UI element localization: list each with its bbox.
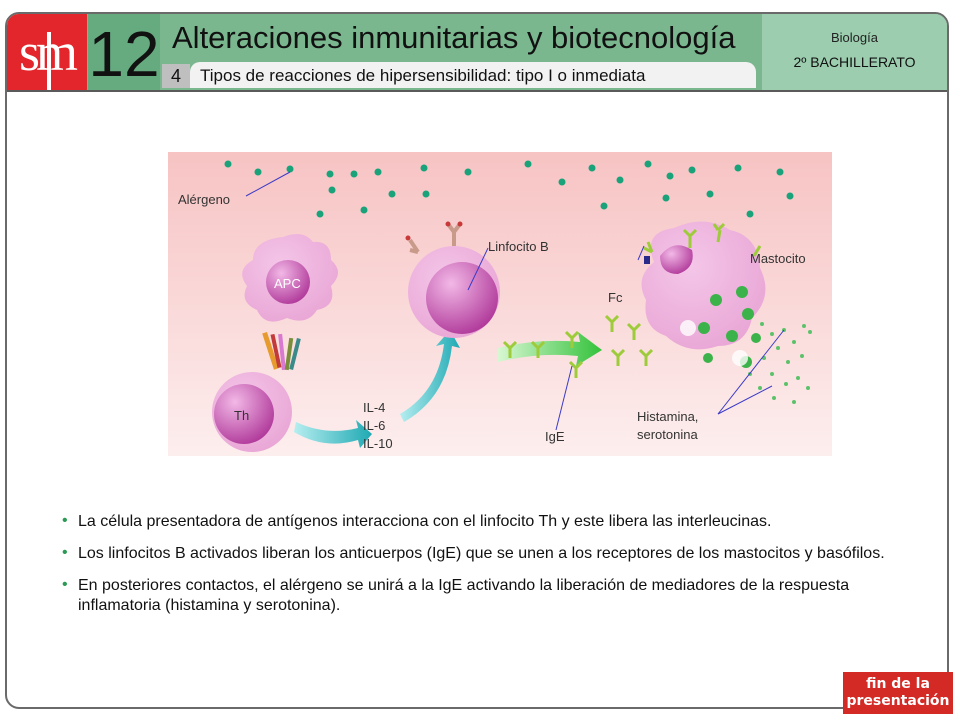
- bullet-icon: •: [62, 544, 68, 561]
- fc-label: Fc: [608, 290, 623, 305]
- il10-label: IL-10: [363, 436, 393, 451]
- mast-cell-label: Mastocito: [750, 251, 806, 266]
- b-cell-label: Linfocito B: [488, 239, 549, 254]
- th-nucleus: [214, 384, 274, 444]
- mediator-particles: [748, 322, 812, 404]
- subject-label: Biología: [831, 30, 878, 45]
- bullet-text: Los linfocitos B activados liberan los a…: [78, 545, 885, 562]
- diagram-illustration: [168, 152, 832, 456]
- section-number: 4: [162, 64, 190, 88]
- page-title: Alteraciones inmunitarias y biotecnologí…: [172, 20, 736, 55]
- explanation-list: • La célula presentadora de antígenos in…: [60, 512, 920, 628]
- ige-label: IgE: [545, 429, 565, 444]
- end-button-line2: presentación: [846, 693, 950, 709]
- list-item: • Los linfocitos B activados liberan los…: [60, 544, 920, 564]
- bullet-text: En posteriores contactos, el alérgeno se…: [78, 577, 850, 614]
- unit-number: 12: [88, 14, 160, 90]
- il6-label: IL-6: [363, 418, 386, 433]
- allergen-particles: [224, 160, 794, 218]
- mediator-label-line2: serotonina: [637, 427, 698, 442]
- bullet-icon: •: [62, 512, 68, 529]
- mast-cell-ige: [643, 222, 762, 257]
- interleukin-arrow: [294, 420, 372, 448]
- b-receptor-tips: [405, 221, 463, 241]
- mast-cell-nucleus: [660, 245, 693, 274]
- apc-label: APC: [274, 276, 301, 291]
- logo-text: sm: [19, 22, 78, 82]
- th-label: Th: [234, 408, 250, 423]
- page-subtitle: Tipos de reacciones de hipersensibilidad…: [200, 66, 646, 85]
- il4-label: IL-4: [363, 400, 386, 415]
- b-activation-arrow: [400, 330, 460, 422]
- list-item: • La célula presentadora de antígenos in…: [60, 512, 920, 532]
- apc-nucleus: [266, 260, 310, 304]
- leader-lines: [245, 171, 785, 431]
- sm-logo: sm: [7, 14, 87, 90]
- mediator-label-line1: Histamina,: [637, 409, 699, 424]
- bullet-icon: •: [62, 576, 68, 593]
- logo-bar: [47, 32, 51, 90]
- receptor-complex: [262, 332, 301, 371]
- subtitle-box: [190, 62, 756, 88]
- ige-antibodies: [502, 314, 654, 378]
- hypersensitivity-diagram: Alérgeno APC Th Linfocito B IL-4 IL-6 IL…: [168, 152, 832, 456]
- end-button-line1: fin de la: [866, 676, 930, 692]
- end-presentation-button[interactable]: fin de la presentación: [843, 672, 953, 714]
- fc-receptor: [644, 256, 650, 264]
- grade-label: 2º BACHILLERATO: [793, 54, 916, 70]
- bullet-text: La célula presentadora de antígenos inte…: [78, 513, 772, 530]
- subject-box: [762, 14, 947, 90]
- ige-arrow: [498, 332, 602, 366]
- b-cell-nucleus: [426, 262, 498, 334]
- list-item: • En posteriores contactos, el alérgeno …: [60, 576, 920, 616]
- mast-vesicles: [680, 320, 748, 366]
- allergen-label: Alérgeno: [178, 192, 231, 207]
